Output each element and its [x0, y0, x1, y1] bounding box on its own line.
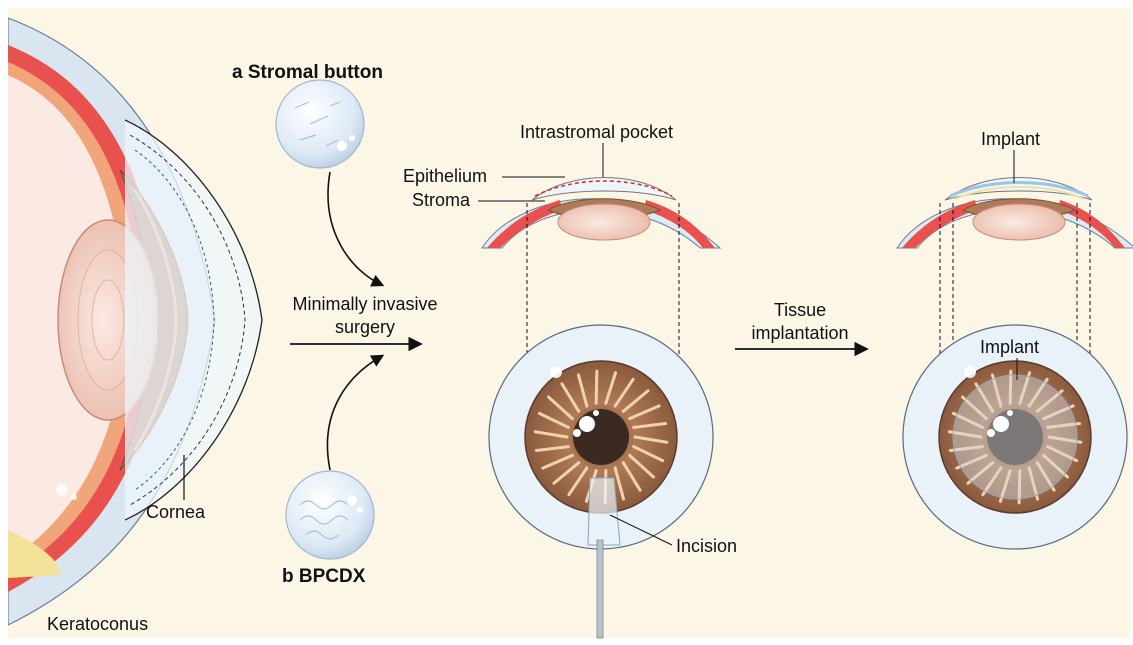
implant-top-label: Implant: [981, 129, 1040, 149]
stromal-button-disc-icon: [276, 80, 364, 168]
keratoconus-label: Keratoconus: [47, 614, 148, 634]
minimally-invasive-label-line1: Minimally invasive: [292, 294, 437, 314]
tissue-implantation-label-line1: Tissue: [774, 300, 826, 320]
bpcdx-title: b BPCDX: [282, 566, 366, 587]
tissue-implantation-label-line2: implantation: [751, 323, 848, 343]
minimally-invasive-label-line2: surgery: [335, 317, 395, 337]
stromal-button-title: a Stromal button: [232, 62, 383, 83]
stroma-label: Stroma: [412, 190, 471, 210]
implant-front-label: Implant: [980, 337, 1039, 357]
epithelium-label: Epithelium: [403, 166, 487, 186]
implant-disc: [953, 375, 1077, 499]
right-front-view-eye-icon: [903, 325, 1127, 549]
intrastromal-pocket-label: Intrastromal pocket: [520, 122, 673, 142]
bpcdx-disc-icon: [286, 471, 374, 559]
cornea-label: Cornea: [146, 502, 206, 522]
iris-ray: [596, 371, 597, 403]
incision-label: Incision: [676, 536, 737, 556]
